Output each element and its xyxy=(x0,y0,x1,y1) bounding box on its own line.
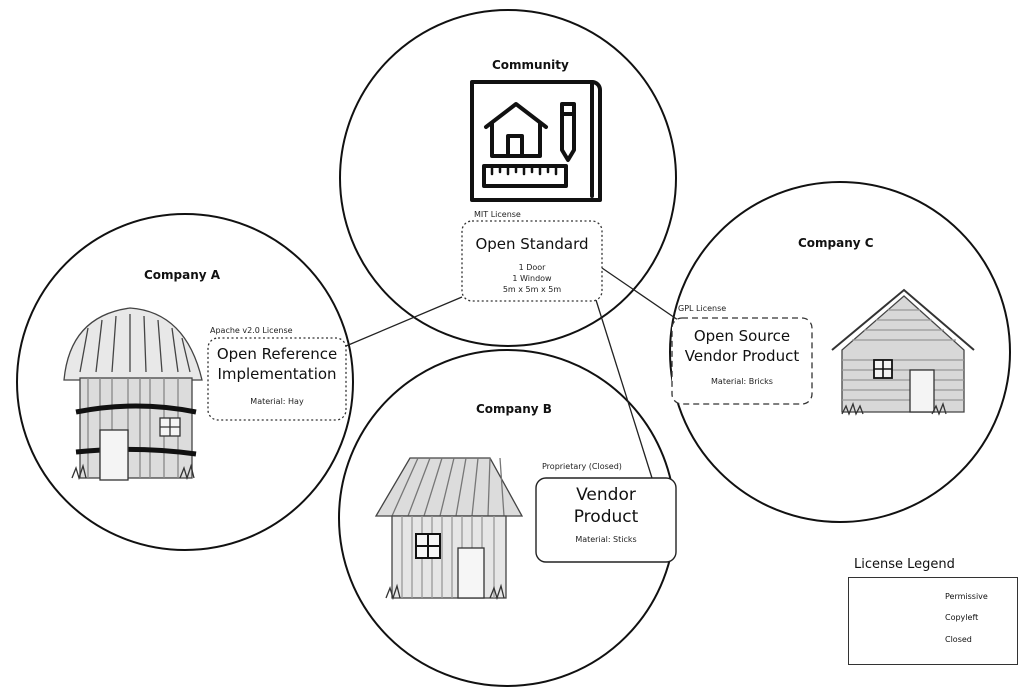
legend-label-closed: Closed xyxy=(945,635,972,644)
community-circle xyxy=(339,9,677,347)
company-c-license-label: GPL License xyxy=(678,304,727,313)
open-reference-material: Material: Hay xyxy=(250,397,304,406)
blueprint-house-icon xyxy=(470,80,602,202)
company-b-license-label: Proprietary (Closed) xyxy=(542,462,622,471)
community-license-label: MIT License xyxy=(474,210,521,219)
stick-house-illustration xyxy=(374,457,524,601)
vendor-product-title-line2: Product xyxy=(573,507,639,527)
spec-size: 5m x 5m x 5m xyxy=(502,285,562,294)
vendor-product-title-line1: Vendor xyxy=(576,485,636,505)
straw-hut-illustration xyxy=(63,307,203,481)
connector-to-company-b xyxy=(595,299,653,479)
legend-label-permissive: Permissive xyxy=(945,592,988,601)
open-standard-spec: 1 Door 1 Window 5m x 5m x 5m xyxy=(464,262,600,295)
vendor-product-material: Material: Sticks xyxy=(575,535,637,544)
open-source-material: Material: Bricks xyxy=(711,377,773,386)
legend-label-copyleft: Copyleft xyxy=(945,613,979,622)
company-c-title: Company C xyxy=(798,236,874,250)
company-a-title: Company A xyxy=(144,268,221,282)
connector-to-company-c xyxy=(601,267,679,321)
company-c-circle xyxy=(669,181,1011,523)
open-reference-title-line2: Implementation xyxy=(217,365,337,383)
open-reference-box: Open Reference Implementation Material: … xyxy=(210,344,344,407)
spec-door: 1 Door xyxy=(518,263,546,272)
open-standard-title: Open Standard xyxy=(475,235,589,253)
open-standard-box: Open Standard 1 Door 1 Window 5m x 5m x … xyxy=(464,234,600,295)
vendor-product-box: Vendor Product Material: Sticks xyxy=(538,484,674,545)
open-reference-title-line1: Open Reference xyxy=(216,345,338,363)
connector-to-company-a xyxy=(345,296,463,347)
brick-house-illustration xyxy=(831,288,975,416)
open-source-title-line1: Open Source xyxy=(693,327,791,345)
spec-window: 1 Window xyxy=(512,274,552,283)
company-a-license-label: Apache v2.0 License xyxy=(210,326,293,335)
open-source-vendor-box: Open Source Vendor Product Material: Bri… xyxy=(674,326,810,387)
company-b-title: Company B xyxy=(476,402,552,416)
open-source-title-line2: Vendor Product xyxy=(684,347,800,365)
community-title: Community xyxy=(492,58,569,72)
license-legend: Permissive Copyleft Closed xyxy=(848,577,1018,665)
legend-title: License Legend xyxy=(854,557,955,572)
company-a-circle xyxy=(16,213,354,551)
